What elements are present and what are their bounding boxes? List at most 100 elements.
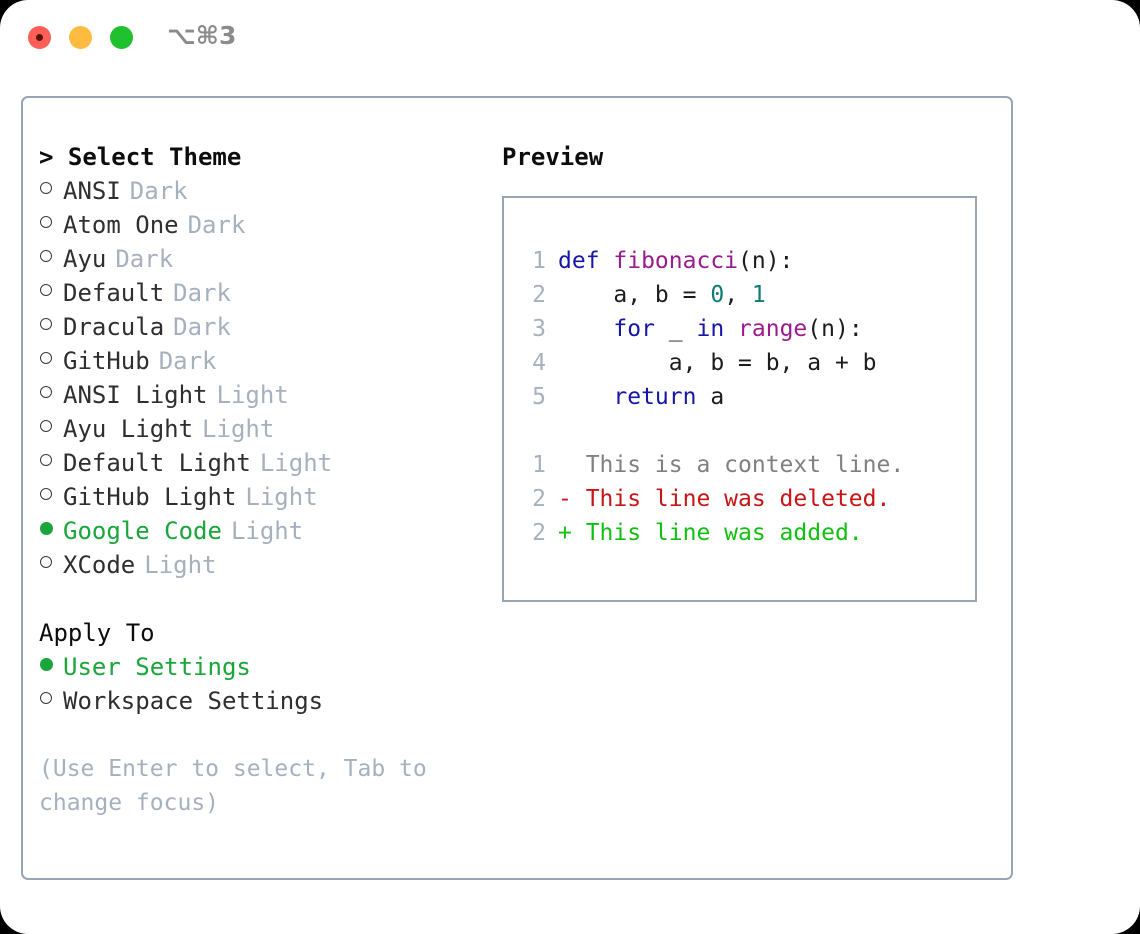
theme-option-github[interactable]: GitHub Dark	[39, 344, 469, 378]
line-content: This is a context line.	[558, 448, 905, 482]
radio-mark	[40, 216, 52, 228]
theme-option-label: Atom One	[63, 211, 179, 239]
theme-option-label: Ayu	[63, 245, 107, 273]
select-theme-heading: > Select Theme	[39, 143, 242, 171]
token-num: 0	[710, 282, 725, 308]
theme-option-label: Default Light	[63, 449, 251, 477]
radio-mark	[40, 522, 53, 535]
line-content: def fibonacci(n):	[558, 244, 793, 278]
theme-option-label: Ayu Light	[63, 415, 194, 443]
radio-mark	[40, 318, 52, 330]
line-number: 4	[532, 350, 546, 376]
radio-mark	[40, 284, 52, 296]
theme-variant-tag: Dark	[187, 211, 246, 239]
theme-option-default-light[interactable]: Default Light Light	[39, 446, 469, 480]
line-content: a, b = 0, 1	[558, 278, 766, 312]
theme-variant-tag: Light	[259, 449, 333, 477]
radio-mark	[40, 420, 52, 432]
theme-variant-tag: Light	[245, 483, 318, 511]
window-controls	[28, 26, 133, 49]
theme-option-google-code[interactable]: Google Code Light	[39, 514, 469, 548]
theme-variant-tag: Light	[202, 415, 275, 443]
theme-option-label: ANSI Light	[63, 381, 208, 409]
theme-option-label: ANSI	[63, 177, 121, 205]
token-kw: for	[613, 316, 655, 342]
theme-option-github-light[interactable]: GitHub Light Light	[39, 480, 469, 514]
radio-mark	[40, 454, 52, 466]
code-line: 3 for _ in range(n):	[504, 312, 975, 346]
apply-to-heading: Apply To	[39, 619, 155, 647]
token-pl: (n):	[738, 248, 794, 274]
token-pl: a, b = b, a + b	[558, 350, 877, 376]
apply-option-user-settings[interactable]: User Settings	[39, 650, 469, 684]
token-pl	[558, 384, 613, 410]
line-number: 2	[532, 486, 546, 512]
radio-mark	[40, 556, 52, 568]
radio-mark	[40, 658, 53, 671]
theme-option-label: GitHub	[63, 347, 150, 375]
line-content: for _ in range(n):	[558, 312, 863, 346]
theme-variant-tag: Light	[144, 551, 217, 579]
theme-variant-tag: Light	[230, 517, 304, 545]
theme-variant-tag: Light	[216, 381, 289, 409]
token-add: + This line was added.	[558, 520, 863, 546]
token-pl: a, b =	[558, 282, 711, 308]
token-pl	[558, 316, 613, 342]
radio-mark	[40, 182, 52, 194]
line-number: 3	[532, 316, 546, 342]
token-ctx: This is a context line.	[558, 452, 905, 478]
radio-mark	[40, 352, 52, 364]
theme-option-label: Dracula	[63, 313, 165, 341]
diff-sample: 1 This is a context line. 2 - This line wa…	[504, 448, 975, 550]
radio-mark	[40, 386, 52, 398]
token-pl: ,	[724, 282, 752, 308]
theme-option-label: GitHub Light	[63, 483, 237, 511]
apply-option-workspace-settings[interactable]: Workspace Settings	[39, 684, 469, 718]
line-content: - This line was deleted.	[558, 482, 890, 516]
keyboard-hint-text: (Use Enter to select, Tab to change focu…	[39, 756, 441, 816]
token-pl	[724, 316, 738, 342]
section-spacer	[39, 582, 469, 616]
diff-line: 2 - This line was deleted.	[504, 482, 975, 516]
diff-line: 1 This is a context line.	[504, 448, 975, 482]
token-fn: fibonacci	[613, 248, 739, 274]
diff-line: 2 + This line was added.	[504, 516, 975, 550]
theme-variant-tag: Dark	[158, 347, 217, 375]
line-number: 2	[532, 520, 546, 546]
theme-option-ansi-light[interactable]: ANSI Light Light	[39, 378, 469, 412]
token-kw: in	[696, 316, 725, 342]
theme-option-label: Google Code	[63, 517, 222, 545]
token-num: 1	[751, 282, 766, 308]
maximize-button[interactable]	[110, 26, 133, 49]
theme-option-ayu-light[interactable]: Ayu Light Light	[39, 412, 469, 446]
line-number: 1	[532, 452, 546, 478]
theme-option-atom-one[interactable]: Atom One Dark	[39, 208, 469, 242]
token-pl: (n):	[807, 316, 863, 342]
line-content: + This line was added.	[558, 516, 863, 550]
line-content: return a	[558, 380, 724, 414]
preview-heading: Preview	[502, 143, 604, 171]
token-fn: range	[738, 316, 808, 342]
close-button[interactable]	[28, 26, 51, 49]
apply-option-label: User Settings	[63, 653, 251, 681]
minimize-button[interactable]	[69, 26, 92, 49]
token-kw: def	[558, 248, 614, 274]
theme-variant-tag: Dark	[173, 279, 231, 307]
radio-mark	[40, 250, 52, 262]
radio-mark	[40, 692, 52, 704]
line-content: a, b = b, a + b	[558, 346, 877, 380]
